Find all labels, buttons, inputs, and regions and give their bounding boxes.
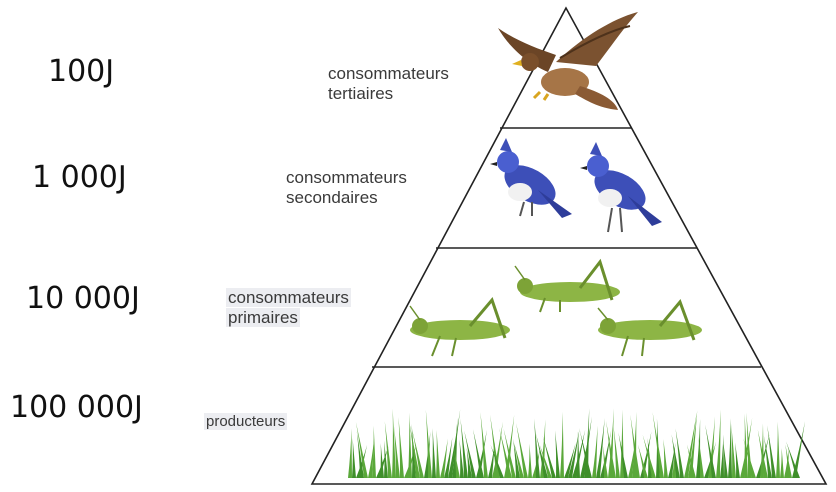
level-label-secondary: consommateurs secondaires [286,168,407,208]
level-label-tertiary: consommateurs tertiaires [328,64,449,104]
level-label-primary: consommateurs primaires [226,288,351,328]
level-label-producers: producteurs [204,412,287,432]
